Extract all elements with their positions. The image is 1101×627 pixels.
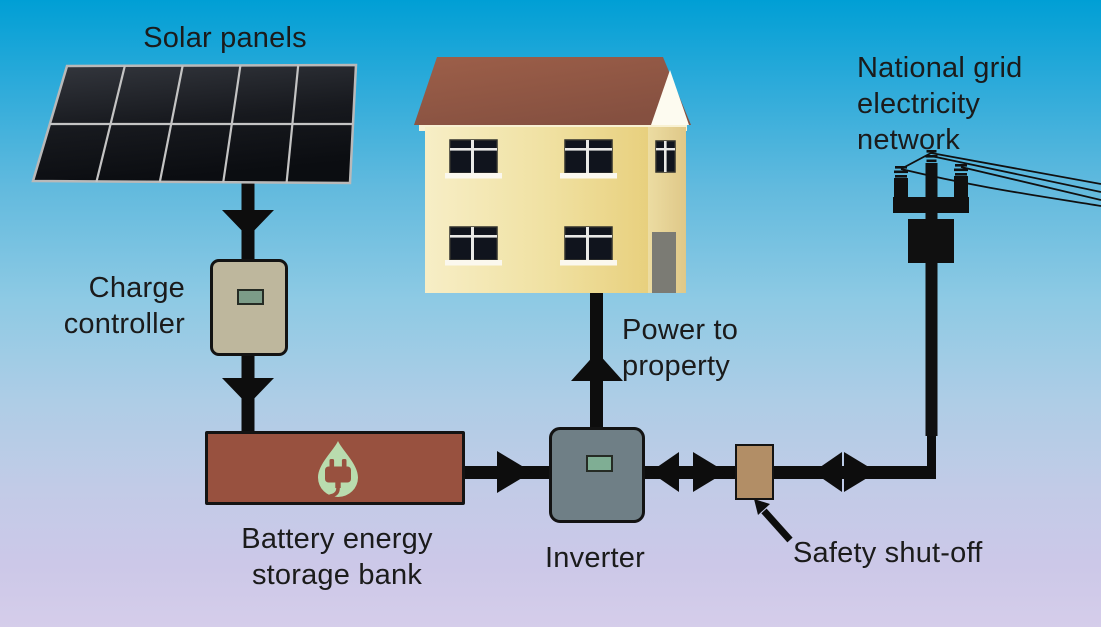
- pole-left-riser: [894, 178, 908, 202]
- solar-panels-label: Solar panels: [143, 22, 307, 54]
- inverter-label: Inverter: [545, 542, 645, 574]
- charge-controller-box: [210, 259, 288, 356]
- arrowhead-up-power-to-property: [571, 352, 623, 381]
- window: [560, 226, 617, 266]
- window: [445, 226, 502, 266]
- side-window: [655, 140, 676, 173]
- house-eave: [419, 121, 687, 131]
- national-grid-label: National grid electricity network: [857, 52, 1023, 156]
- house-windows: [445, 139, 676, 266]
- safety-shutoff-box: [735, 444, 774, 500]
- safety-pointer-arrow: [754, 499, 793, 543]
- leaf-plug-icon: [316, 440, 360, 498]
- arrowhead-right-toward-grid: [844, 452, 877, 492]
- arrowhead-right-battery-to-inverter: [497, 451, 532, 493]
- arrowhead-down-controller-to-battery: [222, 378, 274, 405]
- solar-panel-graphic: [31, 63, 358, 185]
- pole-shaft: [925, 202, 938, 436]
- pole-insulators: [894, 150, 968, 178]
- battery-box: [205, 431, 465, 505]
- window: [445, 139, 502, 179]
- house-gable: [651, 70, 689, 125]
- power-to-property-label: Power to property: [622, 314, 739, 382]
- safety-shutoff-label: Safety shut-off: [793, 537, 983, 569]
- charge-controller-label: Charge controller: [63, 272, 185, 340]
- flow-line-grid-riser: [927, 430, 936, 474]
- inverter-box: [549, 427, 645, 523]
- house-door: [652, 232, 676, 293]
- house-roof: [414, 57, 691, 125]
- arrowhead-left-toward-safety: [813, 452, 842, 492]
- controller-display: [237, 289, 264, 305]
- arrowhead-right-toward-safety: [693, 452, 726, 492]
- battery-bank-label: Battery energy storage bank: [241, 523, 433, 591]
- arrowhead-down-panel-to-controller: [222, 210, 274, 237]
- house-graphic: [414, 57, 691, 293]
- inverter-display: [586, 455, 613, 472]
- arrowhead-left-toward-inverter: [650, 452, 679, 492]
- window: [560, 139, 617, 179]
- solar-panel-grid-lines: [50, 65, 353, 183]
- pole-center-post: [925, 163, 938, 203]
- grid-pole-graphic: [893, 150, 1101, 436]
- pole-right-riser: [954, 176, 968, 202]
